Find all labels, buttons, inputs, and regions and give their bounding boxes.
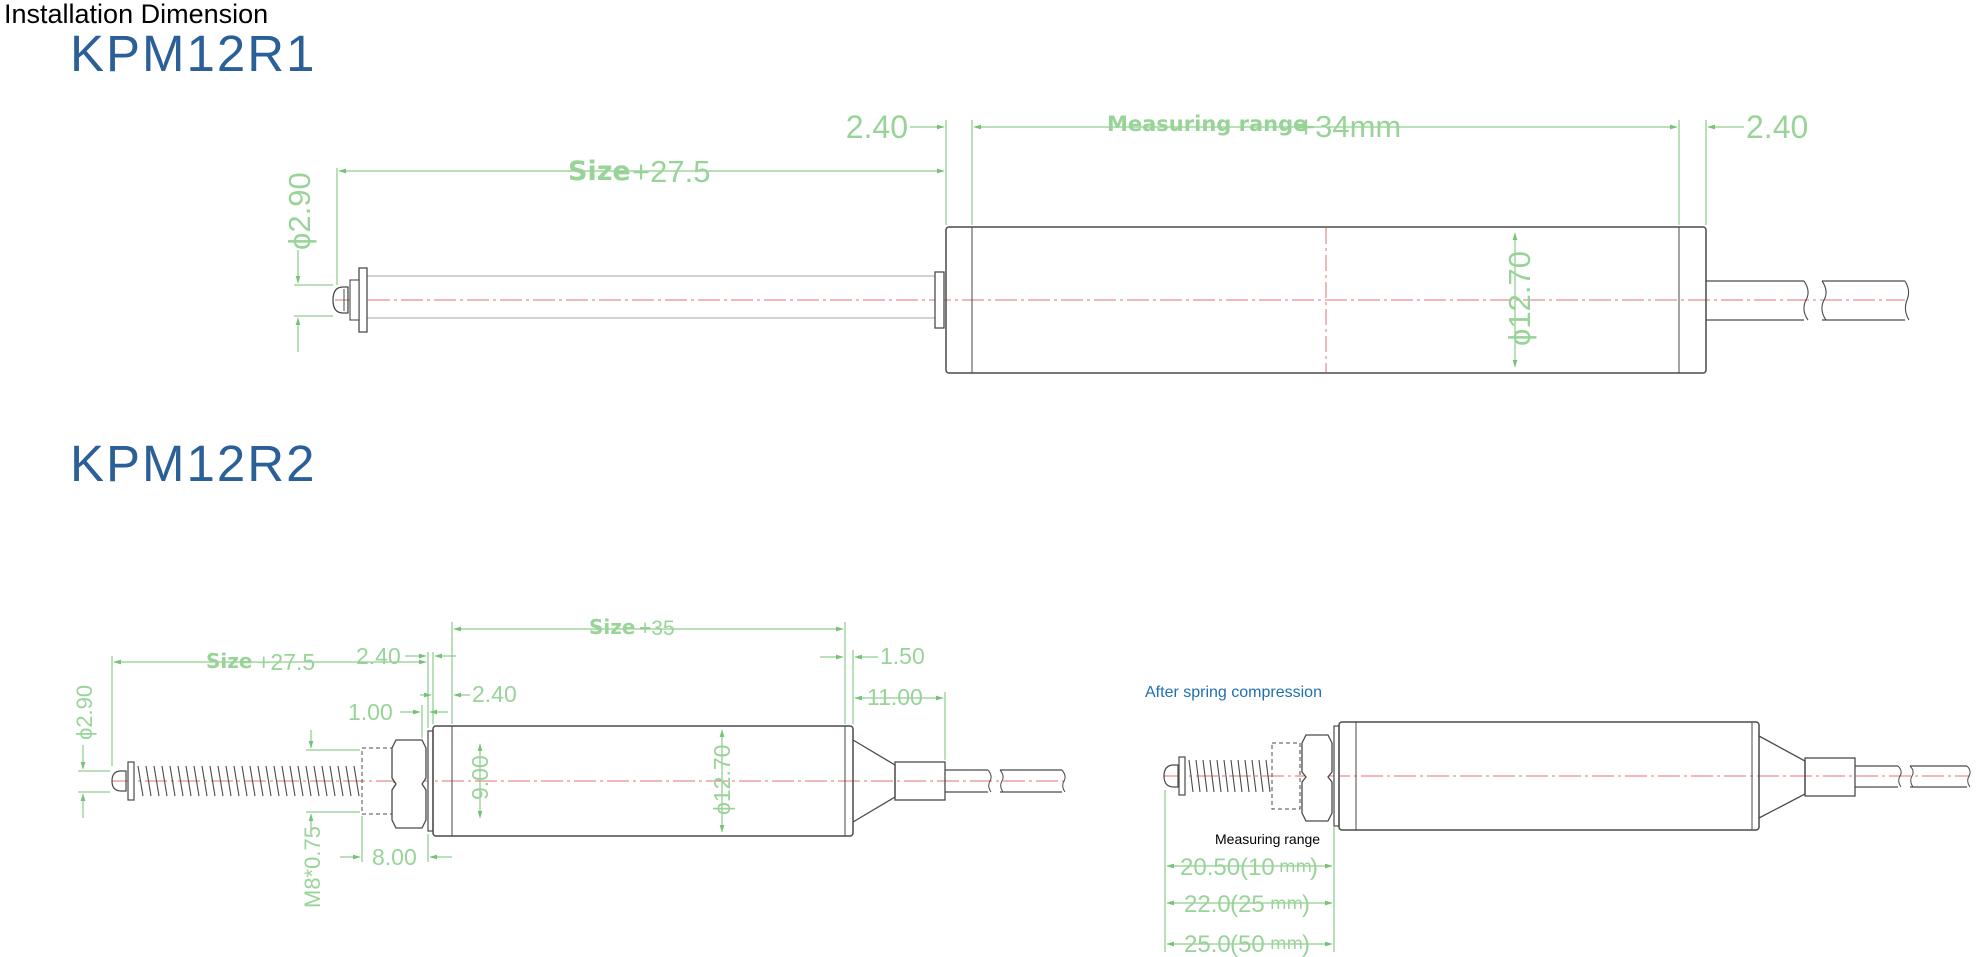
kpm12r1-label-measuring-range-suffix: +34mm — [1297, 109, 1401, 144]
compression-row-1-unit: mm — [1279, 857, 1312, 877]
compression-spring — [1188, 759, 1271, 793]
kpm12r2-label-body-size-suffix: +35 — [639, 617, 675, 640]
compression-row-2-unit: mm — [1270, 894, 1303, 914]
model-title-kpm12r1: KPM12R1 — [70, 25, 316, 82]
kpm12r1-body — [945, 226, 1707, 374]
kpm12r2-cable-break — [987, 769, 1066, 793]
kpm12r2-label-body-diameter: ϕ12.70 — [709, 745, 735, 815]
kpm12r1-cable — [1706, 280, 1905, 321]
compression-probe-tip — [1163, 764, 1179, 788]
kpm12r1-label-size: Size — [568, 156, 631, 187]
kpm12r2-probe-tip — [111, 770, 127, 792]
compression-cable-break — [1897, 765, 1971, 788]
kpm12r1-rear-flange — [934, 271, 945, 329]
compression-row-1-value: 20.50 — [1180, 854, 1240, 881]
kpm12r2-label-thread: M8*0.75 — [300, 826, 325, 908]
compression-body — [1338, 721, 1760, 831]
compression-tip-flange — [1178, 756, 1186, 796]
kpm12r2-label-size-suffix: +27.5 — [257, 649, 315, 675]
compression-row-2-range: (25 — [1230, 891, 1265, 918]
kpm12r1-label-tip-diameter: ϕ2.90 — [282, 172, 317, 250]
kpm12r2-label-size: Size — [206, 649, 252, 673]
kpm12r1-label-tip-offset: 2.40 — [846, 109, 908, 145]
kpm12r2-label-nut-length: 8.00 — [372, 844, 417, 870]
compression-row-2-close: ) — [1302, 891, 1310, 918]
kpm12r1-label-measuring-range: Measuring range — [1107, 112, 1307, 136]
kpm12r2-label-body-size: Size — [589, 615, 635, 639]
kpm12r2-label-nut-width: 9.00 — [467, 755, 493, 800]
kpm12r2-cable-sleeve — [894, 761, 946, 801]
kpm12r2-spring — [137, 765, 360, 797]
model-title-kpm12r2: KPM12R2 — [70, 435, 316, 492]
kpm12r1-cable-break — [1803, 280, 1910, 321]
kpm12r2-nut — [391, 739, 427, 829]
kpm12r1-label-size-suffix: +27.5 — [632, 154, 710, 189]
kpm12r1-label-body-diameter: ϕ12.70 — [1502, 251, 1537, 346]
compression-thread — [1271, 742, 1301, 810]
kpm12r2-drawing: Size +27.5 2.40 Size +35 1.50 11.00 1.00… — [72, 615, 1066, 908]
kpm12r1-spring — [370, 276, 940, 318]
kpm12r1-drawing: 2.40 Measuring range +34mm 2.40 Size +27… — [282, 109, 1910, 374]
compression-measuring-range-label: Measuring range — [1215, 831, 1320, 847]
kpm12r2-label-rear-cap: 1.50 — [880, 643, 925, 669]
compression-row-2-value: 22.0 — [1184, 891, 1231, 918]
kpm12r2-label-body-offset: 2.40 — [472, 681, 517, 707]
kpm12r2-cable — [945, 769, 1062, 793]
kpm12r1-probe-tip — [332, 286, 349, 314]
kpm12r2-label-cable-length: 11.00 — [867, 684, 923, 710]
kpm12r2-tip-flange — [127, 761, 135, 801]
compression-row-3-close: ) — [1302, 931, 1310, 957]
compression-row-3-value: 25.0 — [1184, 931, 1231, 957]
compression-cable-cone — [1758, 735, 1806, 819]
kpm12r1-label-tail-offset: 2.40 — [1746, 109, 1808, 145]
compression-cable — [1855, 765, 1967, 788]
compression-row-3-unit: mm — [1270, 934, 1303, 954]
compression-view: After spring compression Measuring range… — [1145, 684, 1971, 957]
kpm12r2-label-nut-gap: 1.00 — [348, 699, 393, 725]
compression-nut — [1301, 734, 1333, 822]
kpm12r2-body — [432, 725, 854, 837]
kpm12r2-label-flange-thickness: 2.40 — [356, 643, 401, 669]
compression-row-1-close: ) — [1310, 854, 1318, 881]
kpm12r2-label-tip-diameter: ϕ2.90 — [72, 685, 97, 740]
kpm12r1-tip-collar — [349, 279, 360, 321]
compression-cable-sleeve — [1804, 757, 1856, 797]
page-title: Installation Dimension — [4, 0, 268, 29]
compression-row-1-range: (10 — [1240, 854, 1275, 881]
kpm12r1-tip-flange — [358, 267, 368, 333]
compression-row-3-range: (50 — [1230, 931, 1265, 957]
compression-view-title: After spring compression — [1145, 684, 1322, 701]
